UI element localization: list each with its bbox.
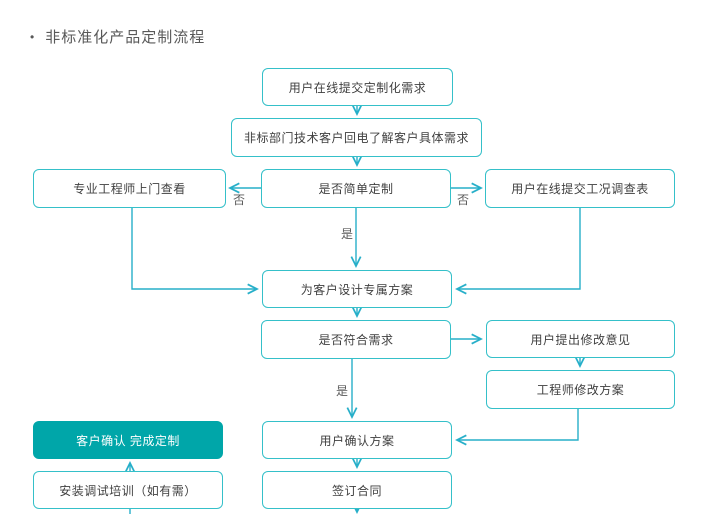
- flow-node-sign-contract: 签订合同: [262, 471, 452, 509]
- node-label: 是否简单定制: [318, 182, 394, 196]
- flow-node-dept-callback: 非标部门技术客户回电了解客户具体需求: [231, 118, 482, 157]
- flow-node-install-training: 安装调试培训（如有需）: [33, 471, 223, 509]
- edge-label-yes-lower: 是: [336, 384, 349, 398]
- flow-node-simple-custom-decision: 是否简单定制: [261, 169, 451, 208]
- page-title: • 非标准化产品定制流程: [30, 26, 205, 47]
- node-label: 为客户设计专属方案: [300, 282, 414, 297]
- node-label: 非标部门技术客户回电了解客户具体需求: [243, 131, 469, 145]
- flow-node-user-submit-requirement: 用户在线提交定制化需求: [262, 68, 453, 106]
- flow-node-engineer-revise: 工程师修改方案: [486, 370, 675, 409]
- node-label: 用户在线提交工况调查表: [511, 182, 649, 196]
- node-label: 安装调试培训（如有需）: [59, 483, 197, 498]
- node-label: 专业工程师上门查看: [73, 182, 186, 196]
- node-label: 用户提出修改意见: [530, 332, 631, 347]
- bullet-icon: •: [30, 29, 36, 44]
- node-label: 用户确认方案: [319, 433, 395, 448]
- edge-label-no-left: 否: [233, 193, 246, 207]
- flow-node-meet-requirement-decision: 是否符合需求: [261, 320, 451, 359]
- edge-label-yes-upper: 是: [341, 227, 354, 241]
- flow-node-engineer-visit: 专业工程师上门查看: [33, 169, 226, 208]
- node-label: 客户确认 完成定制: [76, 433, 180, 448]
- flow-node-user-feedback: 用户提出修改意见: [486, 320, 675, 358]
- flow-node-design-plan: 为客户设计专属方案: [262, 270, 452, 308]
- flow-node-user-confirm-plan: 用户确认方案: [262, 421, 452, 459]
- edge-label-no-right: 否: [457, 193, 470, 207]
- flow-node-survey-form: 用户在线提交工况调查表: [485, 169, 675, 208]
- node-label: 用户在线提交定制化需求: [288, 80, 427, 95]
- node-label: 是否符合需求: [318, 333, 394, 347]
- title-text: 非标准化产品定制流程: [45, 29, 206, 46]
- node-label: 工程师修改方案: [536, 383, 625, 397]
- node-label: 签订合同: [331, 483, 382, 498]
- flow-node-customization-complete: 客户确认 完成定制: [33, 421, 223, 459]
